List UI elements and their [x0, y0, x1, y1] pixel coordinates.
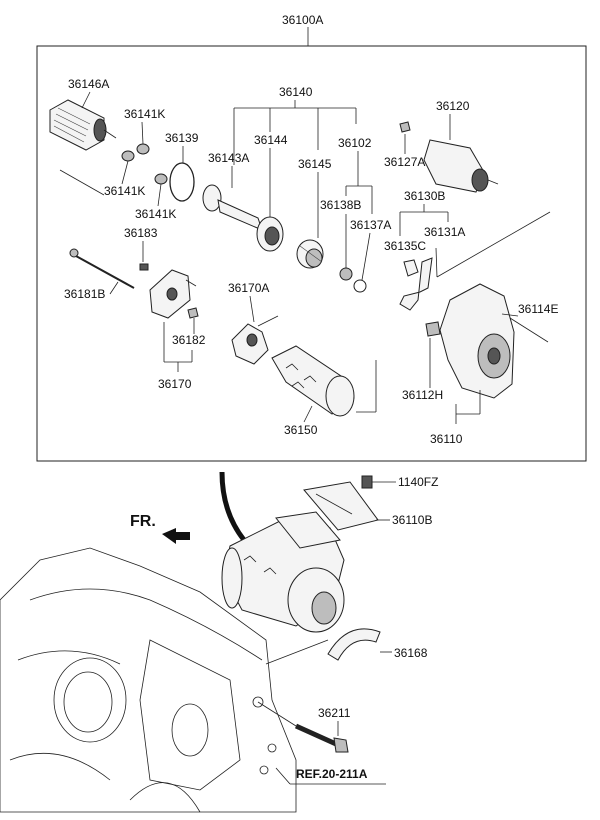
label-36110B: 36110B	[392, 513, 432, 527]
rear-bracket-part	[149, 269, 199, 319]
label-36141K-top: 36141K	[124, 107, 165, 121]
label-36182: 36182	[172, 333, 206, 347]
label-36140: 36140	[279, 85, 313, 99]
install-arrow	[219, 471, 246, 542]
engine-block	[0, 547, 297, 813]
label-36102: 36102	[338, 136, 372, 150]
label-36110: 36110	[430, 432, 463, 446]
label-36168: 36168	[394, 646, 428, 660]
label-36137A: 36137A	[350, 218, 391, 232]
exploded-view-frame	[36, 45, 587, 462]
installed-starter-motor	[221, 511, 345, 633]
yoke-part	[271, 345, 355, 417]
label-36120: 36120	[436, 99, 470, 113]
label-36145: 36145	[298, 157, 332, 171]
label-36139: 36139	[165, 131, 199, 145]
label-36141K-left: 36141K	[104, 184, 145, 198]
label-36143A: 36143A	[208, 151, 249, 165]
o-ring-part	[169, 162, 195, 202]
label-36135C: 36135C	[384, 239, 426, 253]
armature-part	[49, 99, 117, 151]
brush-holder-part	[231, 315, 279, 365]
label-36170A: 36170A	[228, 281, 269, 295]
mounting-bolt-part	[294, 723, 349, 753]
label-36141K-bottom: 36141K	[135, 207, 176, 221]
pinion-gear-part	[296, 239, 324, 269]
label-36112H: 36112H	[402, 388, 443, 402]
stop-ring-parts	[339, 267, 367, 293]
label-36150: 36150	[284, 423, 318, 437]
front-direction-label: FR.	[130, 513, 156, 530]
label-36100A: 36100A	[282, 13, 323, 27]
drive-shaft-part	[202, 184, 284, 252]
shim-part	[327, 628, 381, 661]
label-36114E: 36114E	[518, 302, 558, 316]
label-36146A: 36146A	[68, 77, 109, 91]
reference-label: REF.20-211A	[296, 767, 368, 781]
label-36211: 36211	[318, 706, 351, 720]
label-36127A: 36127A	[384, 155, 425, 169]
label-36130B: 36130B	[404, 189, 445, 203]
label-1140FZ: 1140FZ	[398, 475, 438, 489]
shift-lever-part	[399, 257, 433, 311]
front-housing-part	[425, 283, 549, 399]
front-arrow-icon	[162, 528, 190, 544]
solenoid-part	[399, 121, 499, 193]
label-36181B: 36181B	[64, 287, 105, 301]
label-36144: 36144	[254, 133, 288, 147]
through-bolt-part	[69, 248, 135, 289]
label-36183: 36183	[124, 226, 158, 240]
label-36131A: 36131A	[424, 225, 465, 239]
label-36170: 36170	[158, 377, 192, 391]
bushing-parts	[121, 143, 168, 185]
label-36138B: 36138B	[320, 198, 361, 212]
